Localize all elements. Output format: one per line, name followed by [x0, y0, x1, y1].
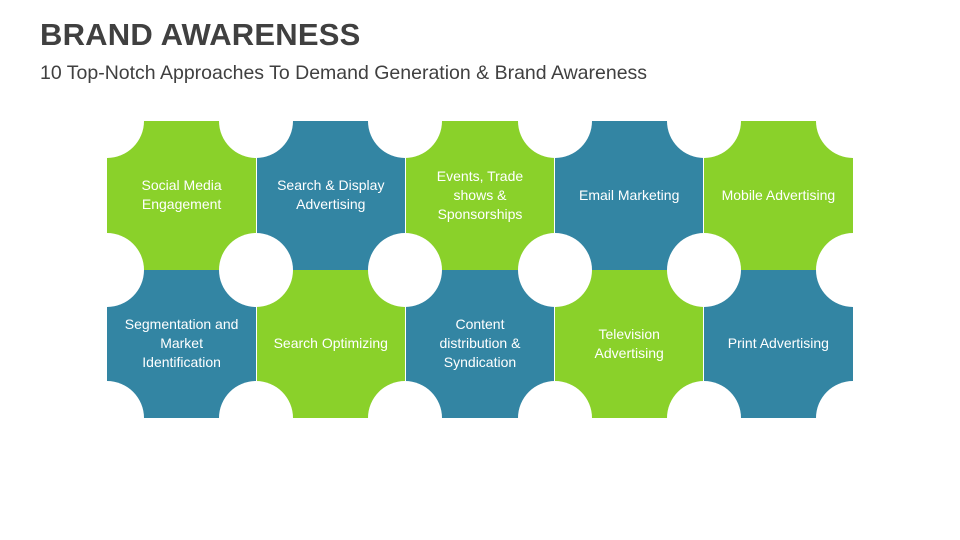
tile-label: Print Advertising: [727, 335, 829, 352]
puzzle-hole: [368, 232, 443, 307]
puzzle-hole: [219, 381, 294, 455]
tile-label: Content distribution & Syndication: [439, 316, 521, 371]
puzzle-hole: [219, 232, 294, 307]
tile-label: Segmentation and Market Identification: [124, 316, 239, 371]
tile-label: Social Media Engagement: [141, 177, 222, 213]
puzzle-hole: [517, 232, 592, 307]
tile-label: Email Marketing: [579, 186, 680, 203]
puzzle-hole: [368, 381, 443, 455]
puzzle-hole: [816, 381, 890, 455]
tile-label: Search Optimizing: [273, 335, 388, 352]
puzzle-hole: [70, 381, 144, 455]
puzzle-hole: [666, 84, 741, 158]
puzzle-hole: [517, 381, 592, 455]
tile-label: Events, Trade shows & Sponsorships: [436, 167, 524, 222]
puzzle-hole: [517, 84, 592, 158]
puzzle-hole: [816, 232, 890, 307]
puzzle-hole: [666, 232, 741, 307]
tile-label: Search & Display Advertising: [277, 177, 385, 213]
puzzle-hole: [70, 232, 144, 307]
puzzle-hole: [666, 381, 741, 455]
tile-label: Television Advertising: [594, 325, 664, 361]
puzzle-grid: Social Media Engagement Search & Display…: [70, 84, 890, 455]
page-subtitle: 10 Top-Notch Approaches To Demand Genera…: [40, 62, 648, 84]
puzzle-hole: [816, 84, 890, 158]
puzzle-hole: [368, 84, 443, 158]
puzzle-hole: [219, 84, 294, 158]
page-title: BRAND AWARENESS: [40, 17, 361, 52]
tile-label: Mobile Advertising: [721, 186, 836, 203]
puzzle-hole: [70, 84, 144, 158]
